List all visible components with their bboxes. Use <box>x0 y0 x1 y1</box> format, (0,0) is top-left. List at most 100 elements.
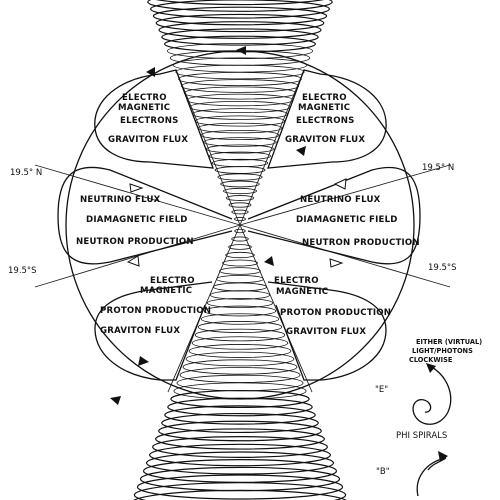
ml-line3: NEUTRON PRODUCTION <box>76 237 194 247</box>
vortex-coil <box>234 228 246 234</box>
mid-left-labels: NEUTRINO FLUX DIAMAGNETIC FIELD NEUTRON … <box>76 195 194 247</box>
vortex-coil <box>206 297 274 309</box>
vortex-coil <box>145 451 335 475</box>
mr-line3: NEUTRON PRODUCTION <box>302 238 420 248</box>
vortex-coil <box>228 244 252 250</box>
legend-note: EITHER (VIRTUAL) LIGHT/PHOTONS CLOCKWISE <box>409 338 482 364</box>
vortex-coil <box>161 28 319 46</box>
ml-line2: DIAMAGNETIC FIELD <box>86 215 188 225</box>
vortex-coil <box>194 115 285 127</box>
mr-line1: NEUTRINO FLUX <box>300 195 381 205</box>
vortex-coil <box>133 482 347 500</box>
vortex-coil <box>152 436 328 458</box>
vortex-coil <box>225 251 255 259</box>
vortex-coil <box>231 209 249 215</box>
vortex-coil <box>191 336 289 350</box>
arrowhead <box>296 146 306 156</box>
phi-spiral-e <box>412 365 452 425</box>
vortex-coil <box>185 351 295 367</box>
vortex-coil <box>197 321 283 333</box>
vortex-coil <box>152 6 328 26</box>
vortex-coil <box>164 405 316 425</box>
vortex-coil <box>209 290 270 300</box>
vortex-coil <box>216 274 264 284</box>
phi-spirals-label: PHI SPIRALS <box>396 431 447 441</box>
vortex-coil <box>222 259 258 267</box>
circle-arrowhead <box>110 396 121 405</box>
lat-north-right: 19.5° N <box>422 163 454 173</box>
arrowhead <box>129 183 144 193</box>
spiral-e-label: "E" <box>375 385 388 395</box>
ll-line4: GRAVITON FLUX <box>100 326 180 336</box>
vortex-coil <box>158 420 322 442</box>
vortex-coil <box>155 13 325 33</box>
lat-south-right: 19.5°S <box>428 263 457 273</box>
arrowhead <box>264 256 274 266</box>
legend-note-line2: LIGHT/PHOTONS <box>412 347 473 355</box>
ul-line3: ELECTRONS <box>120 116 179 126</box>
legend-note-line1: EITHER (VIRTUAL) <box>416 338 482 346</box>
vortex-coil <box>182 359 298 375</box>
vortex-coil <box>225 195 255 201</box>
vortex-coil <box>222 187 257 195</box>
vortex-coil <box>161 412 319 434</box>
arrowhead <box>329 258 344 268</box>
ur-line1: ELECTRO <box>302 93 347 103</box>
ll-line3: PROTON PRODUCTION <box>100 306 211 316</box>
vortex-coil <box>170 389 310 409</box>
lower-left-labels: ELECTRO MAGNETIC PROTON PRODUCTION GRAVI… <box>100 276 211 336</box>
arrowhead <box>126 255 140 267</box>
mid-right-labels: NEUTRINO FLUX DIAMAGNETIC FIELD NEUTRON … <box>296 195 420 248</box>
ul-line2: MAGNETIC <box>118 103 170 113</box>
vortex-coil <box>219 267 261 275</box>
lobe-upper-right <box>267 69 387 169</box>
vortex-coil <box>189 100 291 114</box>
vortex-coil <box>172 57 308 73</box>
ur-line3: ELECTRONS <box>296 116 355 126</box>
arrowhead <box>138 356 149 366</box>
lobe-mid-right <box>247 166 421 268</box>
vortex-coil <box>155 428 325 450</box>
vortex-coil <box>220 180 260 188</box>
legend-note-line3: CLOCKWISE <box>409 356 453 364</box>
circle-arrowhead <box>236 46 246 55</box>
ml-line1: NEUTRINO FLUX <box>80 195 161 205</box>
phi-spiral-b <box>416 457 447 497</box>
radial-lines <box>34 164 451 288</box>
vortex-coil <box>211 158 269 168</box>
vortex-coil <box>203 305 277 317</box>
lobe-upper-left <box>94 67 214 169</box>
lr-line4: GRAVITON FLUX <box>286 327 366 337</box>
arrowhead <box>146 67 155 77</box>
vortex-coil <box>234 216 246 222</box>
arrowhead <box>333 178 347 190</box>
phi-spiral-b-arrowhead <box>438 451 448 462</box>
lr-line2: MAGNETIC <box>276 287 328 297</box>
ll-line2: MAGNETIC <box>140 286 192 296</box>
lr-line1: ELECTRO <box>274 276 319 286</box>
vortex-coil <box>173 382 307 400</box>
ll-line1: ELECTRO <box>150 276 195 286</box>
lobe-lower-left <box>94 281 213 381</box>
vortex-coil <box>133 489 347 500</box>
vortex-coil <box>149 443 332 467</box>
vortex-coil <box>194 328 286 342</box>
vortex-coil <box>155 0 325 6</box>
lr-line3: PROTON PRODUCTION <box>280 308 391 318</box>
lat-north-left: 19.5° N <box>10 168 42 178</box>
vortex-coil <box>167 397 313 417</box>
vortex-coil <box>186 93 294 107</box>
lat-south-left: 19.5°S <box>8 266 37 276</box>
vortex-coil <box>183 86 297 100</box>
vortex-coil <box>213 282 267 292</box>
vortex-coil <box>206 144 274 154</box>
ur-line2: MAGNETIC <box>298 103 350 113</box>
ur-line4: GRAVITON FLUX <box>285 135 365 145</box>
lower-right-labels: ELECTRO MAGNETIC PROTON PRODUCTION GRAVI… <box>274 276 391 337</box>
ul-line1: ELECTRO <box>122 93 167 103</box>
vortex-coil <box>166 43 313 59</box>
vortex-coil <box>147 0 333 12</box>
lobe-mid-left <box>57 166 233 267</box>
